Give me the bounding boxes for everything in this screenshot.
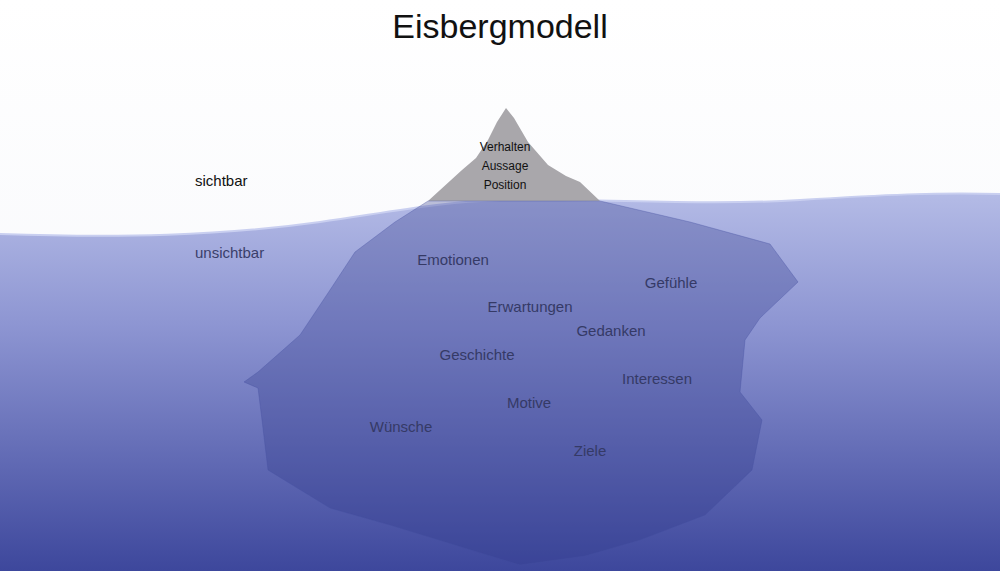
hidden-trait: Gefühle [645,275,698,292]
visible-trait: Aussage [482,160,529,173]
diagram-title: Eisbergmodell [392,7,607,46]
hidden-trait: Interessen [622,371,692,388]
hidden-trait: Geschichte [439,347,514,364]
hidden-trait: Ziele [574,443,607,460]
iceberg-body: EmotionenGefühleErwartungenGedankenGesch… [240,195,805,570]
hidden-trait: Erwartungen [487,299,572,316]
hidden-trait: Wünsche [370,419,433,436]
visible-trait: Verhalten [480,141,531,154]
iceberg-tip-outline [428,108,600,201]
region-label: sichtbar [195,172,248,189]
iceberg-body-shape [240,195,805,570]
hidden-trait: Emotionen [417,252,489,269]
region-label: unsichtbar [195,244,264,261]
visible-trait: Position [484,179,527,192]
iceberg-tip: VerhaltenAussagePosition [425,105,600,202]
iceberg-body-outline [244,201,798,565]
hidden-trait: Motive [507,395,551,412]
hidden-trait: Gedanken [576,323,645,340]
water [0,193,1000,571]
